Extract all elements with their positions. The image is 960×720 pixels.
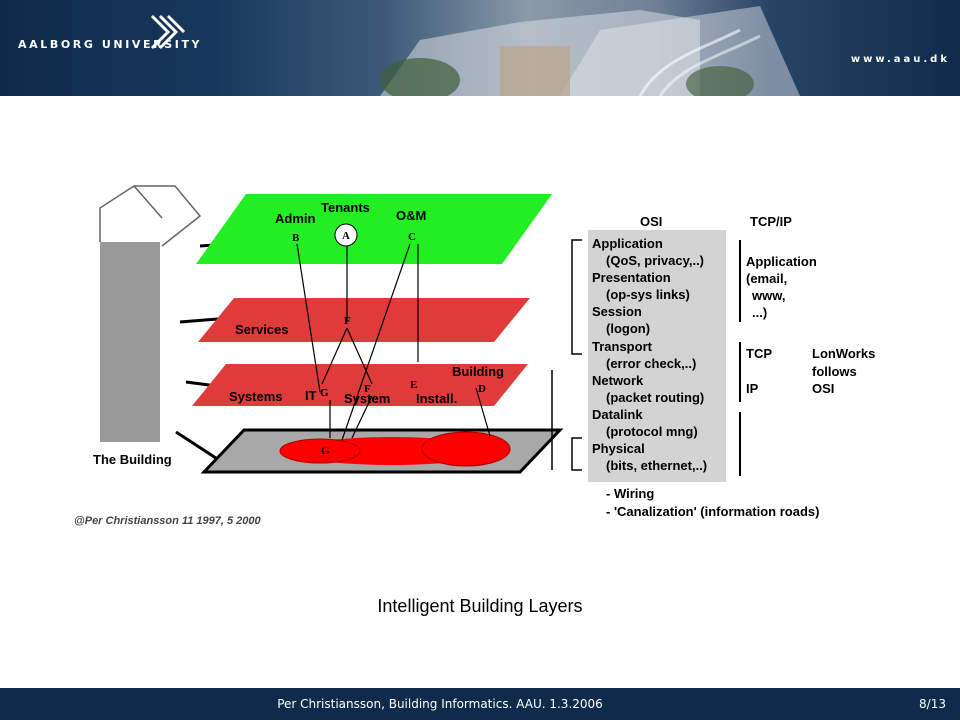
label-tenants: Tenants (321, 200, 370, 215)
building-label: The Building (93, 452, 172, 467)
tcpip-app-line: ...) (752, 305, 767, 320)
label-admin: Admin (275, 211, 316, 226)
building-column (100, 242, 160, 442)
osi-line: (error check,..) (606, 356, 696, 371)
tcp-label: TCP (746, 346, 772, 361)
footer-bar: Per Christiansson, Building Informatics.… (0, 688, 960, 720)
label-building-layer: Building (452, 364, 504, 379)
osi-lines: Application (QoS, privacy,..) Presentati… (592, 236, 707, 473)
node-e: E (410, 379, 417, 391)
osi-line: (QoS, privacy,..) (606, 253, 704, 268)
page-number: 8/13 (919, 697, 946, 711)
label-services: Services (235, 322, 289, 337)
website-url: www.aau.dk (850, 54, 950, 65)
building-roof-right (134, 185, 202, 247)
osi-line: Physical (592, 441, 645, 456)
osi-line: Datalink (592, 407, 643, 422)
node-f-services: F (344, 315, 351, 327)
node-f-systems: F (364, 383, 371, 395)
lonworks-line: LonWorks (812, 346, 875, 361)
label-install: Install. (416, 391, 457, 406)
osi-line: (logon) (606, 321, 650, 336)
label-it: IT (305, 388, 317, 403)
label-om: O&M (396, 208, 426, 223)
aau-logo-icon (150, 14, 186, 50)
node-d: D (478, 383, 486, 395)
base-ellipse-right (421, 431, 511, 467)
node-a-circle (334, 223, 358, 247)
tcpip-header: TCP/IP (750, 214, 792, 229)
base-ellipse-left (279, 438, 361, 464)
tcpip-app-line: Application (746, 254, 817, 269)
connector-base (175, 430, 223, 464)
label-systems: Systems (229, 389, 282, 404)
tcpip-app-line: (email, (746, 271, 787, 286)
node-c: C (408, 231, 416, 243)
tcpip-app-line: www, (751, 288, 785, 303)
node-a: A (342, 230, 350, 242)
lonworks-line: follows (812, 364, 857, 379)
copyright-note: @Per Christiansson 11 1997, 5 2000 (74, 515, 262, 527)
note-wiring: - Wiring (606, 486, 654, 501)
building-layers-diagram: The Building Admin Tenants O&M B A C Ser… (74, 185, 875, 527)
university-name: AALBORG UNIVERSITY (18, 38, 203, 51)
node-b: B (292, 232, 300, 244)
note-canalization: - 'Canalization' (information roads) (606, 504, 819, 519)
campus-photo-illustration (380, 6, 800, 96)
node-g-base: G (321, 445, 330, 457)
node-g-systems: G (320, 387, 329, 399)
osi-line: Session (592, 304, 642, 319)
lonworks-line: OSI (812, 381, 834, 396)
label-system: System (344, 391, 390, 406)
osi-line: Application (592, 236, 663, 251)
relation-lines (296, 243, 491, 441)
osi-bracket (551, 239, 582, 471)
header-banner: AALBORG UNIVERSITY www.aau.dk (0, 0, 960, 96)
slide-caption: Intelligent Building Layers (377, 596, 583, 616)
osi-line: Network (592, 373, 644, 388)
layer-top-green (196, 194, 552, 264)
layer-services (198, 298, 530, 342)
osi-header: OSI (640, 214, 662, 229)
osi-line: (op-sys links) (606, 287, 690, 302)
osi-line: (bits, ethernet,..) (606, 458, 707, 473)
ip-label: IP (746, 381, 759, 396)
osi-line: Transport (592, 339, 653, 354)
osi-box (588, 230, 726, 482)
osi-line: (protocol mng) (606, 424, 698, 439)
osi-line: (packet routing) (606, 390, 704, 405)
osi-line: Presentation (592, 270, 671, 285)
layer-systems (192, 364, 528, 406)
footer-text: Per Christiansson, Building Informatics.… (277, 697, 603, 711)
building-roof-left (99, 185, 163, 242)
